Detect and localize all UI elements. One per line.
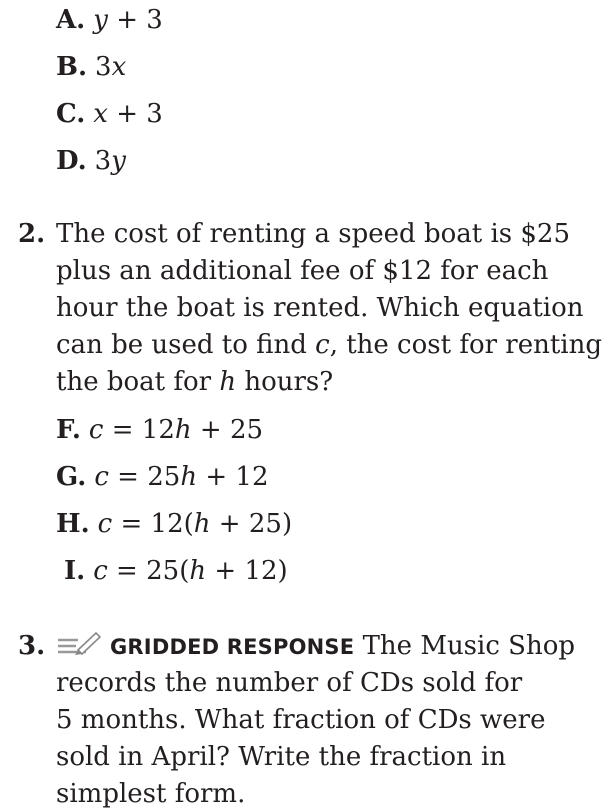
- choice-d[interactable]: D.3y: [56, 143, 126, 179]
- choice-expression: x + 3: [93, 99, 163, 129]
- choice-h[interactable]: H.c = 12(h + 25): [56, 506, 292, 542]
- question-2-line: hour the boat is rented. Which equation: [56, 293, 584, 323]
- choice-letter: F.: [56, 415, 81, 445]
- choice-letter: B.: [56, 52, 88, 82]
- choice-a[interactable]: A.y + 3: [56, 2, 163, 38]
- question-3-line: sold in April? Write the fraction in: [56, 742, 507, 772]
- choice-letter: A.: [56, 5, 86, 35]
- question-3-line: GRIDDED RESPONSE The Music Shop: [56, 628, 575, 665]
- choice-expression: c = 12(h + 25): [97, 509, 293, 539]
- choice-expression: y + 3: [93, 5, 163, 35]
- choice-expression: c = 12h + 25: [88, 415, 264, 445]
- choice-letter: D.: [56, 146, 87, 176]
- question-2-line: the boat for h hours?: [56, 367, 334, 397]
- choice-b[interactable]: B.3x: [56, 49, 126, 85]
- choice-expression: 3y: [94, 146, 126, 176]
- page: A.y + 3 B.3x C.x + 3 D.3y 2. The cost of…: [18, 2, 603, 809]
- choice-c[interactable]: C.x + 3: [56, 96, 163, 132]
- choice-letter: H.: [56, 509, 90, 539]
- question-3-number: 3.: [18, 631, 46, 661]
- choice-letter: I.: [64, 556, 86, 586]
- question-3-line: records the number of CDs sold for: [56, 668, 523, 698]
- choice-g[interactable]: G.c = 25h + 12: [56, 459, 269, 495]
- choice-expression: c = 25(h + 12): [93, 556, 288, 586]
- choice-expression: c = 25h + 12: [94, 462, 269, 492]
- question-2-line: The cost of renting a speed boat is $25: [56, 219, 571, 249]
- choice-f[interactable]: F.c = 12h + 25: [56, 412, 263, 448]
- choice-letter: C.: [56, 99, 86, 129]
- question-2-number: 2.: [18, 219, 46, 249]
- question-2-line: can be used to find c, the cost for rent…: [56, 330, 603, 360]
- choice-expression: 3x: [95, 52, 127, 82]
- choice-i[interactable]: I.c = 25(h + 12): [64, 553, 288, 589]
- choice-letter: G.: [56, 462, 87, 492]
- gridded-response-tag: GRIDDED RESPONSE: [110, 635, 355, 659]
- question-3-line: 5 months. What fraction of CDs were: [56, 705, 546, 735]
- question-2-line: plus an additional fee of $12 for each: [56, 256, 549, 286]
- pencil-grid-icon: [58, 631, 102, 656]
- question-3-line: simplest form.: [56, 779, 246, 809]
